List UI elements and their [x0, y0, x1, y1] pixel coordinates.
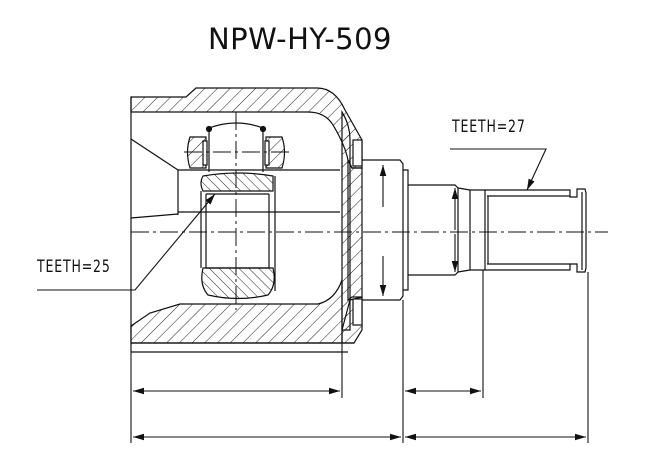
drawing-title: NPW-HY-509 [207, 22, 393, 56]
housing [130, 87, 363, 353]
teeth-inner-label: TEETH=25 [37, 257, 111, 277]
stub-shaft [362, 159, 587, 301]
tripod-spider [186, 122, 286, 300]
dimension-lines [130, 270, 589, 443]
teeth-outer-label: TEETH=27 [452, 117, 526, 137]
leaders [37, 148, 547, 291]
centerlines [131, 112, 608, 310]
diameter-arrows [379, 165, 459, 296]
